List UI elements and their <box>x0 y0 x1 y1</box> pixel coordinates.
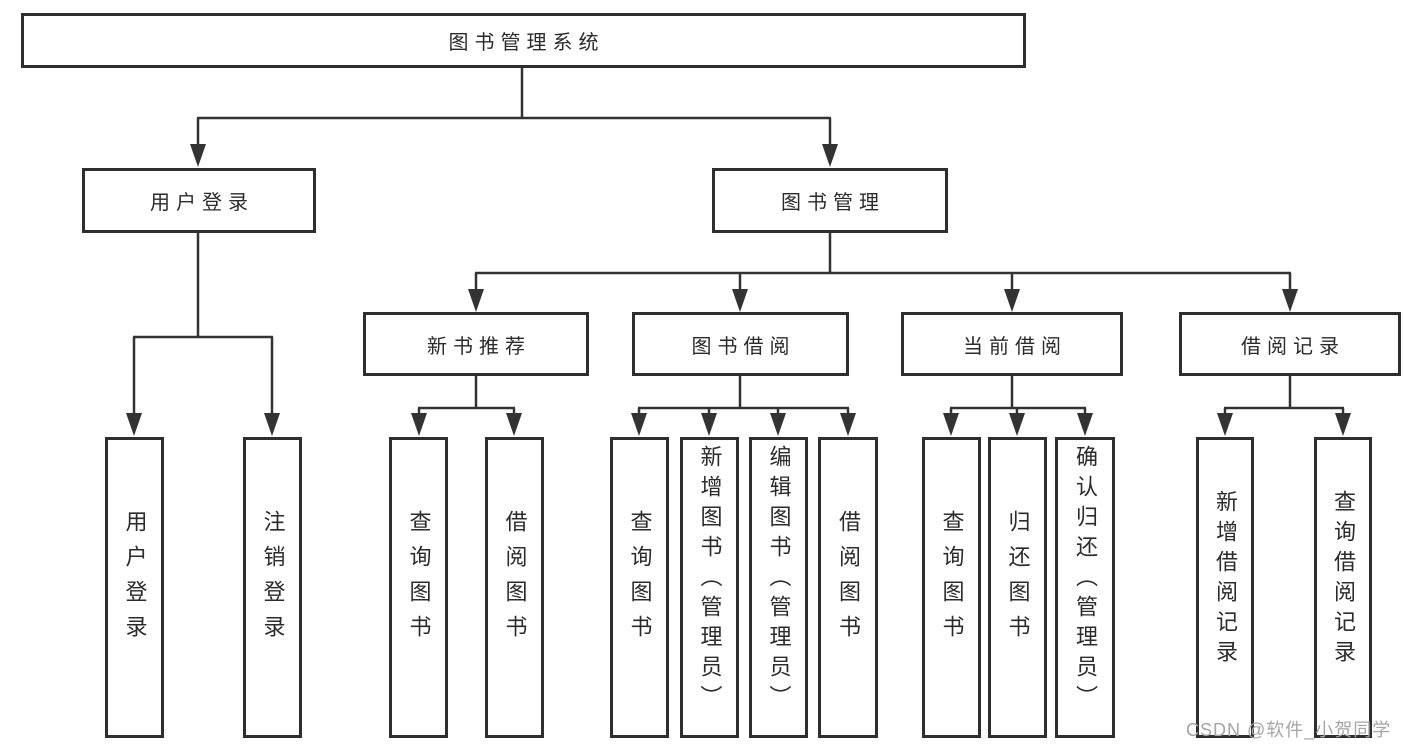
node-label: 借阅记录 <box>1241 335 1345 358</box>
arrow-down-icon <box>631 413 647 436</box>
arrow-down-icon <box>1009 413 1025 436</box>
node-borrow-records: 借阅记录 <box>1179 312 1401 376</box>
watermark: CSDN @软件_小贺同学 <box>1186 720 1392 740</box>
leaf-label: 查询图书 <box>406 509 432 650</box>
arrow-down-icon <box>468 289 484 312</box>
leaf-borrow-books-2: 借阅图书 <box>818 437 878 738</box>
node-label: 用户登录 <box>150 192 254 214</box>
arrow-down-icon <box>126 413 142 436</box>
leaf-label: 借阅图书 <box>836 509 861 650</box>
leaf-label: 查询图书 <box>627 509 653 650</box>
arrow-down-icon <box>1217 413 1233 436</box>
leaf-label: 用户登录 <box>122 509 148 650</box>
arrow-down-icon <box>264 413 280 436</box>
arrow-down-icon <box>190 144 206 167</box>
leaf-label: 新增借阅记录 <box>1213 489 1238 670</box>
arrow-down-icon <box>943 413 959 436</box>
node-library-system: 图书管理系统 <box>21 13 1026 68</box>
arrow-down-icon <box>840 413 856 436</box>
arrow-down-icon <box>1004 289 1020 312</box>
node-current-borrow: 当前借阅 <box>901 312 1123 376</box>
arrow-down-icon <box>770 413 786 436</box>
arrow-down-icon <box>1335 413 1351 436</box>
leaf-label: 确认归还（管理员） <box>1073 444 1098 715</box>
arrow-down-icon <box>1077 413 1093 436</box>
arrow-down-icon <box>732 289 748 312</box>
arrow-down-icon <box>822 144 838 167</box>
leaf-query-books-1: 查询图书 <box>389 437 448 738</box>
leaf-query-books-3: 查询图书 <box>922 437 981 738</box>
arrow-down-icon <box>411 413 427 436</box>
leaf-edit-book-admin: 编辑图书（管理员） <box>749 437 808 738</box>
leaf-user-login: 用户登录 <box>105 437 164 738</box>
node-label: 图书借阅 <box>691 335 796 358</box>
leaf-borrow-books-1: 借阅图书 <box>485 437 544 738</box>
leaf-label: 编辑图书（管理员） <box>766 444 792 715</box>
leaf-return-book: 归还图书 <box>988 437 1047 738</box>
node-label: 图书管理 <box>781 192 885 214</box>
node-label: 当前借阅 <box>963 335 1067 358</box>
node-book-borrow: 图书借阅 <box>632 312 849 376</box>
arrow-down-icon <box>701 413 717 436</box>
leaf-label: 查询借阅记录 <box>1331 489 1356 670</box>
leaf-add-book-admin: 新增图书（管理员） <box>680 437 739 738</box>
node-new-book-recommend: 新书推荐 <box>363 312 589 376</box>
leaf-label: 新增图书（管理员） <box>697 444 723 715</box>
node-label: 图书管理系统 <box>448 32 605 54</box>
node-user-login: 用户登录 <box>82 168 316 233</box>
leaf-label: 借阅图书 <box>502 509 528 650</box>
node-book-management: 图书管理 <box>712 168 948 233</box>
node-label: 新书推荐 <box>427 335 531 358</box>
leaf-confirm-return-admin: 确认归还（管理员） <box>1055 437 1115 738</box>
leaf-label: 注销登录 <box>260 509 286 650</box>
arrow-down-icon <box>1282 289 1298 312</box>
leaf-logout: 注销登录 <box>243 437 302 738</box>
leaf-label: 归还图书 <box>1005 509 1031 650</box>
leaf-label: 查询图书 <box>939 509 965 650</box>
arrow-down-icon <box>506 413 522 436</box>
leaf-query-borrow-record: 查询借阅记录 <box>1314 437 1372 738</box>
leaf-add-borrow-record: 新增借阅记录 <box>1196 437 1254 738</box>
leaf-query-books-2: 查询图书 <box>610 437 669 738</box>
